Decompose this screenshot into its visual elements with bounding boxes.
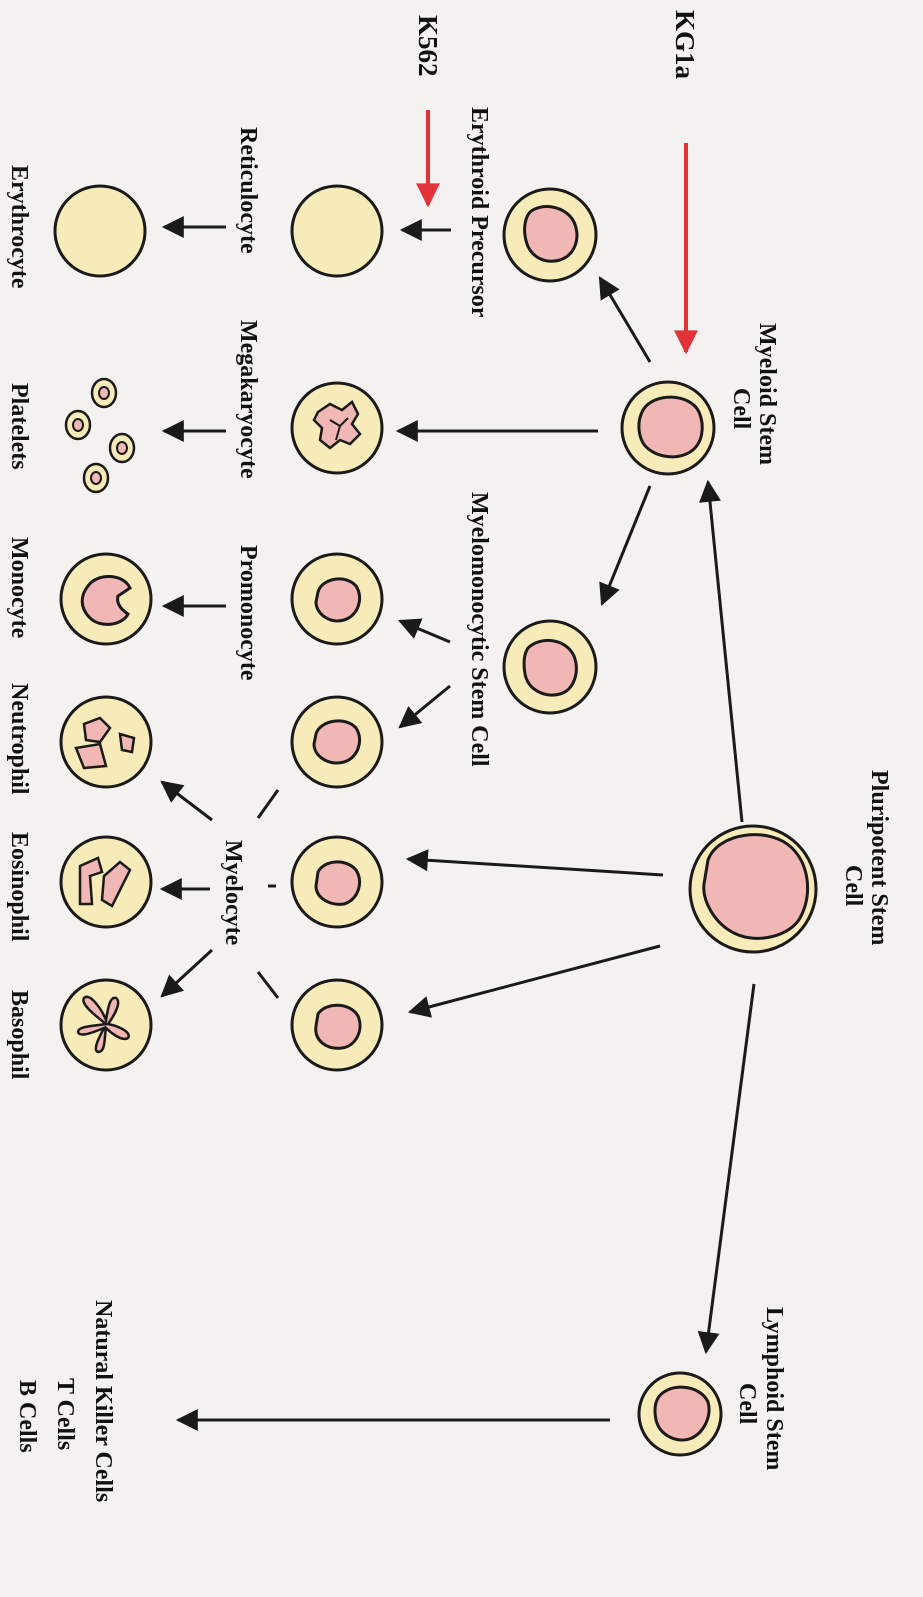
label-reticulocyte: Reticulocyte [235, 127, 261, 254]
arrow-myelomonocytic-to-myelocyte-1 [400, 686, 450, 727]
label-lymphoid-line1: Lymphoid Stem [761, 1307, 787, 1470]
label-myelomonocytic: Myelomonocytic Stem Cell [466, 492, 492, 767]
arrow-myeloid-to-myelomonocytic [602, 486, 650, 604]
promonocyte-cell [292, 554, 382, 644]
label-nk-cells: Natural Killer Cells [90, 1300, 116, 1502]
erythroid-precursor-cell [504, 189, 596, 281]
label-erythroid-precursor: Erythroid Precursor [466, 107, 492, 318]
myelocyte-cell-3 [292, 980, 382, 1070]
label-eosinophil: Eosinophil [6, 832, 32, 942]
basophil-cell [61, 980, 151, 1070]
arrow-myelocyte-to-basophil [162, 950, 212, 996]
arrow-myelocyte-to-neutrophil [162, 782, 212, 820]
arrow-myelomonocytic-to-promonocyte [400, 621, 450, 642]
label-monocyte: Monocyte [6, 537, 32, 639]
label-b-cells: B Cells [14, 1380, 40, 1453]
label-erythrocyte: Erythrocyte [6, 165, 32, 289]
arrow-pluripotent-to-lymphoid [706, 984, 754, 1352]
label-megakaryocyte: Megakaryocyte [235, 320, 261, 479]
arrow-pluripotent-to-myelocyte-2 [408, 859, 663, 875]
arrow-pluripotent-to-myeloid [708, 482, 742, 822]
myelocyte-cell-2 [292, 837, 382, 927]
label-promonocyte: Promonocyte [235, 545, 261, 681]
myelocyte-connector-1 [258, 790, 278, 818]
lymphoid-stem-cell [639, 1373, 721, 1455]
arrow-myeloid-to-erythroid [600, 278, 650, 362]
label-kg1a: KG1a [670, 10, 700, 80]
label-myeloid-stem-line2: Cell [728, 388, 754, 430]
myelocyte-cell-1 [292, 697, 382, 787]
erythrocyte-cell [55, 186, 145, 276]
myeloid-stem-cell [622, 382, 714, 474]
label-basophil: Basophil [6, 990, 32, 1080]
platelets-cells [66, 379, 134, 492]
monocyte-cell [61, 554, 151, 644]
label-t-cells: T Cells [52, 1378, 78, 1450]
myelomonocytic-stem-cell [504, 621, 596, 713]
label-pluripotent-line2: Cell [840, 865, 866, 907]
arrow-pluripotent-to-myelocyte-3 [410, 946, 660, 1012]
label-myeloid-stem-line1: Myeloid Stem [754, 323, 780, 465]
neutrophil-cell [61, 697, 151, 787]
myelocyte-connector-3 [258, 972, 278, 998]
label-platelets: Platelets [6, 383, 32, 470]
label-k562: K562 [413, 15, 443, 77]
label-neutrophil: Neutrophil [6, 683, 32, 795]
label-myelocyte: Myelocyte [220, 840, 246, 946]
label-lymphoid-line2: Cell [734, 1383, 760, 1425]
eosinophil-cell [61, 837, 151, 927]
megakaryocyte-cell [292, 383, 382, 473]
label-pluripotent-line1: Pluripotent Stem [866, 770, 892, 945]
reticulocyte-cell [292, 186, 382, 276]
pluripotent-stem-cell [690, 826, 816, 952]
